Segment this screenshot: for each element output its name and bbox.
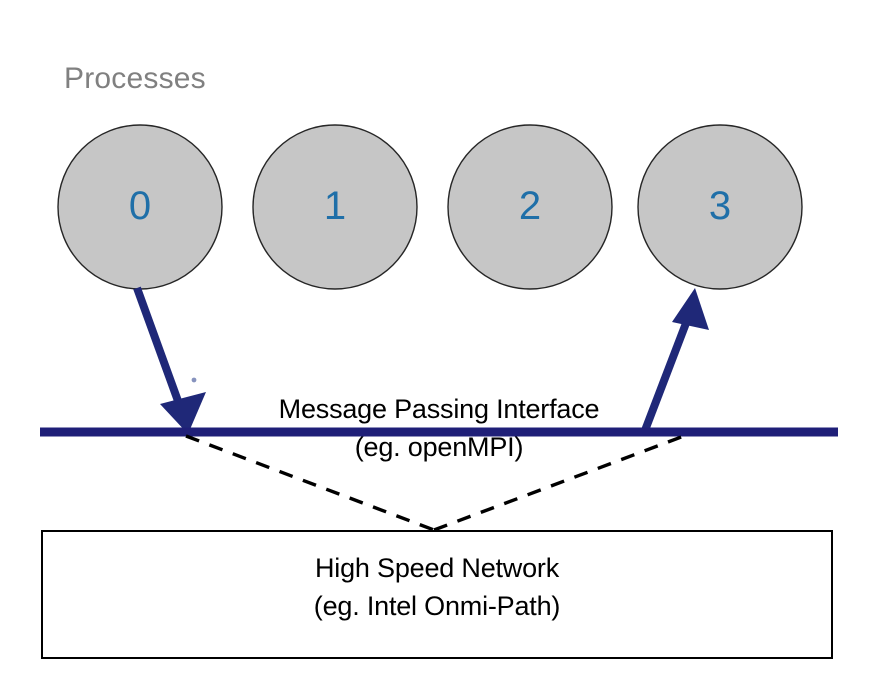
network-title: High Speed Network bbox=[314, 553, 560, 583]
process-circle-2[interactable] bbox=[447, 124, 613, 290]
mpi-subtitle: (eg. openMPI) bbox=[354, 432, 524, 462]
stray-dot-artifact bbox=[191, 377, 197, 383]
process-label-2: 2 bbox=[518, 184, 542, 228]
process-circle-group bbox=[57, 124, 803, 290]
process-label-0: 0 bbox=[128, 184, 152, 228]
network-box[interactable] bbox=[41, 530, 833, 659]
process-circle-1[interactable] bbox=[252, 124, 418, 290]
send-arrow bbox=[133, 286, 206, 434]
network-subtitle: (eg. Intel Onmi-Path) bbox=[313, 591, 561, 621]
receive-arrow bbox=[640, 288, 709, 435]
process-circle-3[interactable] bbox=[637, 124, 803, 290]
processes-label: Processes bbox=[64, 62, 206, 95]
process-label-3: 3 bbox=[708, 184, 732, 228]
mpi-title: Message Passing Interface bbox=[278, 394, 600, 424]
dashed-connector-right bbox=[433, 434, 685, 532]
process-label-1: 1 bbox=[323, 184, 347, 228]
dashed-connector-left bbox=[185, 434, 435, 532]
